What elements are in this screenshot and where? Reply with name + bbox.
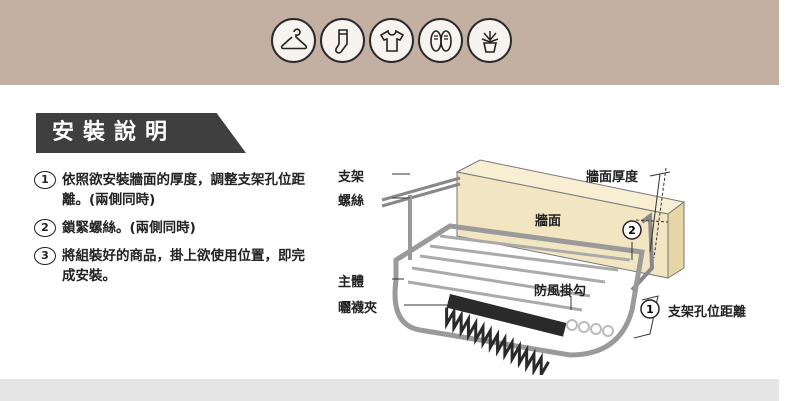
installation-diagram: 2 1 支架 螺絲 牆面 牆面厚度 防風掛勾 主體 曬襪夾 支架孔位距離 xyxy=(320,150,788,381)
wall-side xyxy=(667,201,685,279)
category-icons xyxy=(271,18,512,63)
label-screw: 螺絲 xyxy=(338,194,365,209)
step-text: 鎖緊螺絲。(兩側同時) xyxy=(62,220,196,236)
instruction-step: 2 鎖緊螺絲。(兩側同時) xyxy=(34,218,309,238)
windproof-hooks xyxy=(566,319,614,337)
marker-2-text: 2 xyxy=(628,224,636,237)
instruction-step: 3 將組裝好的商品，掛上欲使用位置，即完成安裝。 xyxy=(34,246,309,286)
section-title-tab xyxy=(36,113,246,153)
hanger-icon xyxy=(271,18,316,63)
sock-icon xyxy=(320,18,365,63)
label-main-body: 主體 xyxy=(338,275,365,290)
label-bracket: 支架 xyxy=(338,170,365,185)
sock-clip-bar xyxy=(445,294,567,381)
marker-2-circle xyxy=(622,220,642,240)
marker-1-text: 1 xyxy=(646,303,654,316)
step-number: 1 xyxy=(34,171,56,189)
label-wall-thickness: 牆面厚度 xyxy=(586,170,639,185)
shirt-icon xyxy=(369,18,414,63)
shoes-icon xyxy=(418,18,463,63)
step-text: 將組裝好的商品，掛上欲使用位置，即完成安裝。 xyxy=(62,248,305,284)
footer-bar xyxy=(0,379,779,401)
label-wall: 牆面 xyxy=(535,214,562,229)
section-title: 安裝說明 xyxy=(52,120,177,145)
step-number: 3 xyxy=(34,247,56,265)
marker-1-circle xyxy=(640,299,660,319)
plant-icon xyxy=(467,18,512,63)
step-text: 依照欲安裝牆面的厚度，調整支架孔位距離。(兩側同時) xyxy=(62,172,305,208)
top-banner xyxy=(0,0,779,85)
instruction-step: 1 依照欲安裝牆面的厚度，調整支架孔位距離。(兩側同時) xyxy=(34,170,309,210)
label-sock-clip: 曬襪夾 xyxy=(338,301,378,316)
instruction-list: 1 依照欲安裝牆面的厚度，調整支架孔位距離。(兩側同時) 2 鎖緊螺絲。(兩側同… xyxy=(34,170,309,294)
label-windproof-hook: 防風掛勾 xyxy=(534,284,587,299)
label-hole-distance: 支架孔位距離 xyxy=(668,305,747,320)
rack-illustration: 2 1 xyxy=(381,159,686,381)
step-number: 2 xyxy=(34,219,56,237)
